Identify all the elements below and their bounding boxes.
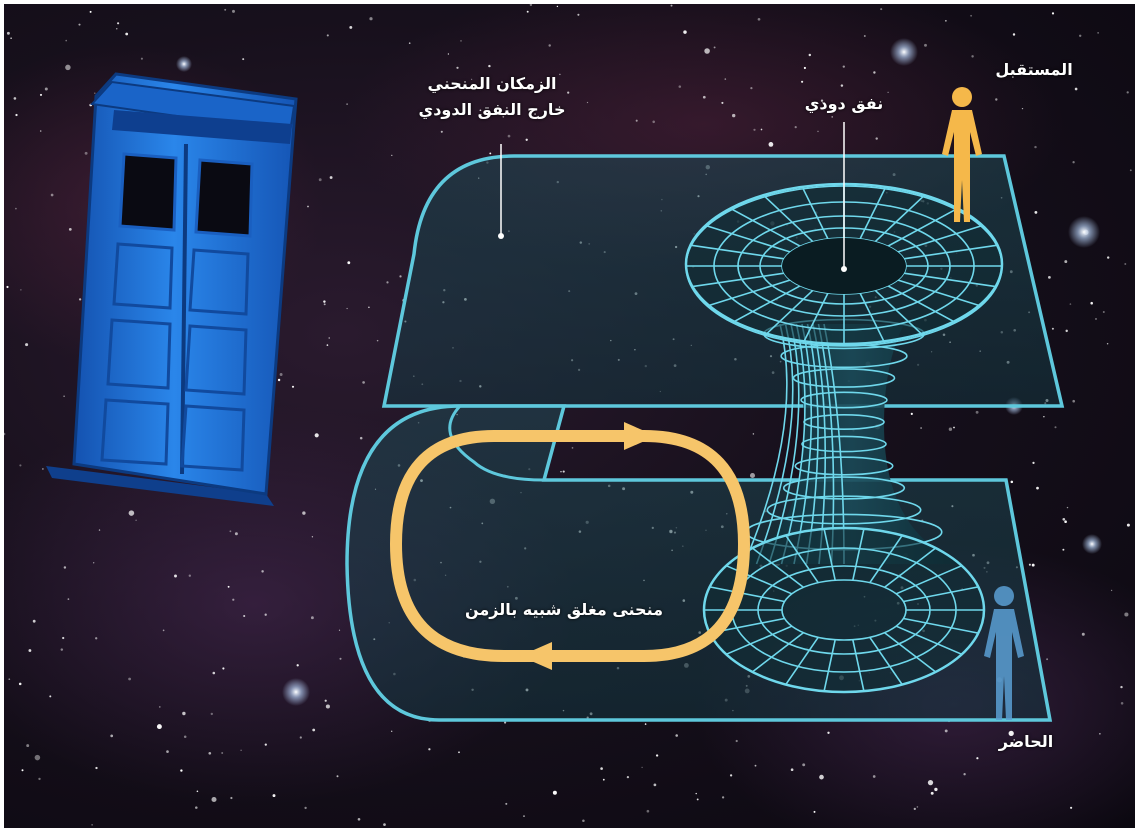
spacetime-pointer-dot xyxy=(498,233,504,239)
closed-timelike-curve-label: منحنى مغلق شبيه بالزمن xyxy=(434,600,694,619)
wormhole-pointer-dot xyxy=(841,266,847,272)
present-label: الحاضر xyxy=(976,732,1076,751)
arrow-right-icon xyxy=(624,422,656,450)
wormhole-diagram xyxy=(4,4,1135,828)
wormhole-label: نفق دودي xyxy=(774,94,914,113)
diagram-canvas: الزمكان المنحني خارج النفق الدودي نفق دو… xyxy=(4,4,1135,828)
future-label: المستقبل xyxy=(974,60,1094,79)
curved-spacetime-label-line1: الزمكان المنحني xyxy=(382,74,602,93)
curved-spacetime-label-line2: خارج النفق الدودي xyxy=(382,100,602,119)
